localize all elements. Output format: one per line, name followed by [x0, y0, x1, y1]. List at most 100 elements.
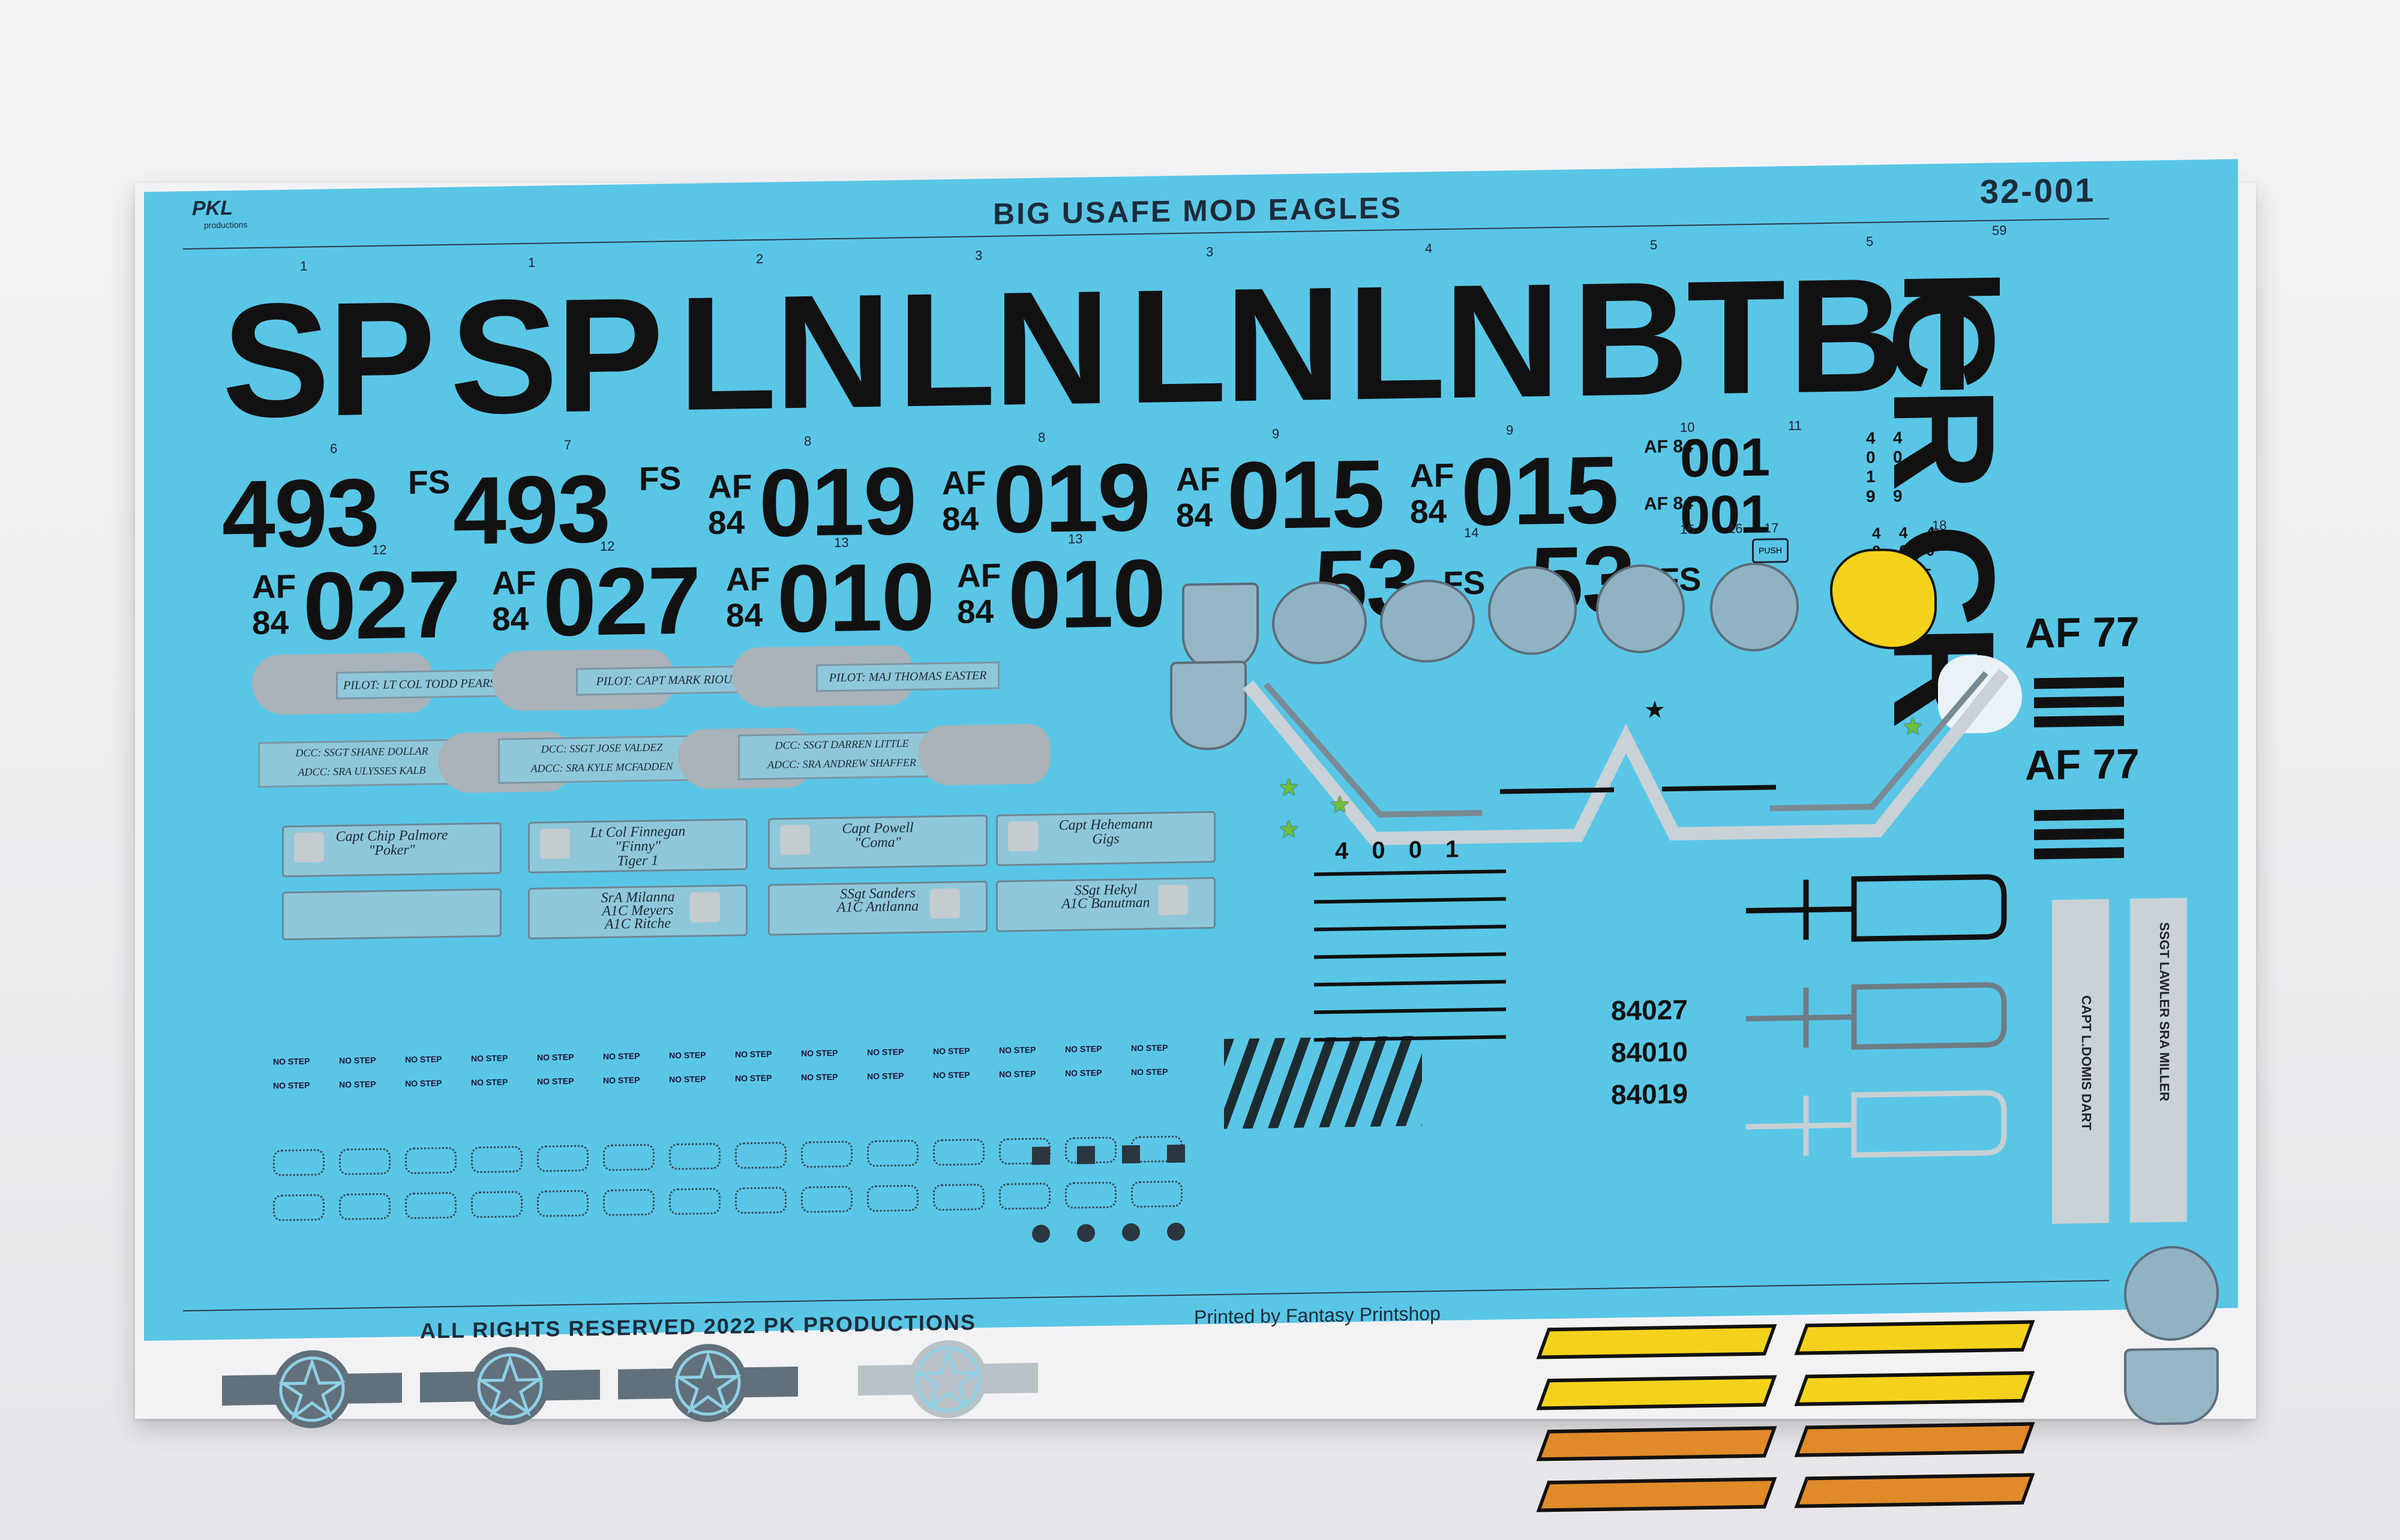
fuel-stencil-icon	[801, 1185, 853, 1213]
af-label: AF	[1410, 456, 1454, 494]
tiger-stripe-decal	[1224, 1035, 1422, 1129]
crew-name: ADCC: SRA KYLE MCFADDEN	[530, 760, 673, 774]
logo-text: PKL	[192, 196, 233, 220]
squadron-crest-icon	[1380, 579, 1475, 664]
intake-panel-decals	[1243, 668, 2009, 845]
national-insignia-icon	[618, 1340, 798, 1427]
no-step-stencil: NO STEP	[867, 1047, 904, 1058]
plate-badge-icon	[1008, 821, 1038, 852]
af-label: AF	[726, 560, 770, 598]
tail-serial: 010	[1008, 539, 1165, 649]
plate-badge-icon	[930, 888, 960, 919]
decal-index: 17	[1764, 520, 1779, 536]
year-label: 84	[492, 599, 529, 638]
squadron-number: 493	[222, 458, 379, 568]
decal-index: 1	[300, 258, 308, 274]
no-step-stencil: NO STEP	[1065, 1043, 1102, 1054]
round-marker-icon	[1167, 1222, 1185, 1241]
squadron-crest-icon	[1710, 562, 1799, 652]
no-step-stencil: NO STEP	[603, 1051, 640, 1061]
fs-label: FS	[408, 463, 451, 502]
tail-serial: 027	[543, 546, 700, 656]
decal-index: 9	[1272, 426, 1280, 442]
no-step-stencil: NO STEP	[339, 1079, 376, 1089]
tail-serial: 027	[303, 550, 460, 660]
decal-index: 8	[1038, 430, 1046, 445]
fin-stripe	[1536, 1477, 1777, 1512]
fin-stripe	[1536, 1426, 1777, 1461]
square-marker-icon	[1077, 1146, 1095, 1164]
af-label: AF	[708, 467, 752, 506]
no-step-stencil: NO STEP	[1065, 1067, 1102, 1078]
squadron-crest-icon	[1596, 563, 1685, 654]
fuel-stencil-icon	[339, 1148, 391, 1175]
no-step-stencil: NO STEP	[471, 1077, 508, 1088]
fin-stripe	[1536, 1375, 1777, 1410]
plate-badge-icon	[294, 832, 324, 863]
tiger-head-icon	[1830, 548, 1937, 650]
af-label: AF	[942, 463, 986, 502]
year-label: 84	[942, 500, 979, 538]
tail-code: SP	[222, 268, 434, 452]
fuel-stencil-icon	[339, 1193, 391, 1220]
eagle-head-icon	[918, 724, 1050, 786]
year-label: 84	[957, 592, 994, 631]
no-step-stencil: NO STEP	[405, 1054, 442, 1065]
decal-index: 15	[1680, 521, 1695, 537]
decal-index: 13	[1068, 531, 1083, 547]
fs-label: FS	[639, 459, 682, 498]
year-label: 84	[726, 596, 763, 634]
af-label: AF	[1176, 460, 1220, 498]
af77-lower: AF 77	[2025, 740, 2140, 789]
decal-index: 5	[1866, 233, 1874, 249]
year-label: 84	[1176, 496, 1213, 534]
decal-index: 4	[1425, 241, 1433, 256]
tail-code: LN	[1347, 250, 1558, 434]
wing-shield-icon	[2124, 1347, 2219, 1426]
decal-index: 2	[756, 251, 764, 266]
af77-lower-bars	[2034, 809, 2124, 860]
squadron-crest-icon	[1272, 580, 1367, 665]
star-icon: ★	[1278, 816, 1300, 843]
decal-sheet: PKL productions BIG USAFE MOD EAGLES 32-…	[144, 159, 2238, 1512]
logo-sub: productions	[204, 220, 248, 230]
tail-code: LN	[897, 257, 1108, 442]
decal-index: 14	[1464, 525, 1479, 541]
af-label: AF	[252, 568, 296, 606]
no-step-stencil: NO STEP	[273, 1080, 310, 1091]
squadron-number: 493	[453, 454, 610, 565]
no-step-stencil: NO STEP	[933, 1070, 970, 1080]
tailhook-outline-icon	[1746, 874, 2007, 1158]
af-label: AF	[492, 563, 536, 602]
round-marker-icon	[1077, 1224, 1095, 1242]
vertical-serial: 4 0 1 9	[1893, 428, 1903, 505]
star-icon: ★	[1644, 697, 1666, 724]
decal-index: 3	[975, 248, 983, 263]
no-step-stencil: NO STEP	[405, 1078, 442, 1089]
fuel-stencil-icon	[603, 1188, 655, 1216]
tail-serial: 015	[1461, 436, 1618, 546]
plate-badge-icon	[690, 891, 720, 923]
blank-plate	[282, 888, 502, 941]
tail-serial: 015	[1227, 439, 1384, 550]
fuel-stencil-icon	[669, 1187, 721, 1215]
pilot-nameplate: PILOT: MAJ THOMAS EASTER	[816, 661, 1000, 692]
squadron-crest-icon	[2124, 1245, 2219, 1342]
stencil-grid: NO STEP NO STEP NO STEP NO STEP NO STEP NO ST…	[144, 159, 2238, 1243]
tail-serial: 010	[777, 542, 934, 653]
pk-logo: PKL productions	[192, 196, 247, 230]
fuel-stencil-icon	[867, 1139, 919, 1167]
decal-index: 9	[1506, 422, 1514, 438]
round-marker-icon	[1032, 1224, 1050, 1243]
no-step-stencil: NO STEP	[1131, 1043, 1168, 1053]
stripes-block	[144, 159, 2238, 1512]
year-label: 84	[1410, 492, 1447, 530]
fin-stripe	[1794, 1422, 2035, 1457]
star-icon: ★	[1329, 791, 1351, 818]
push-placard: PUSH	[1752, 538, 1789, 563]
no-step-stencil: NO STEP	[867, 1071, 904, 1082]
